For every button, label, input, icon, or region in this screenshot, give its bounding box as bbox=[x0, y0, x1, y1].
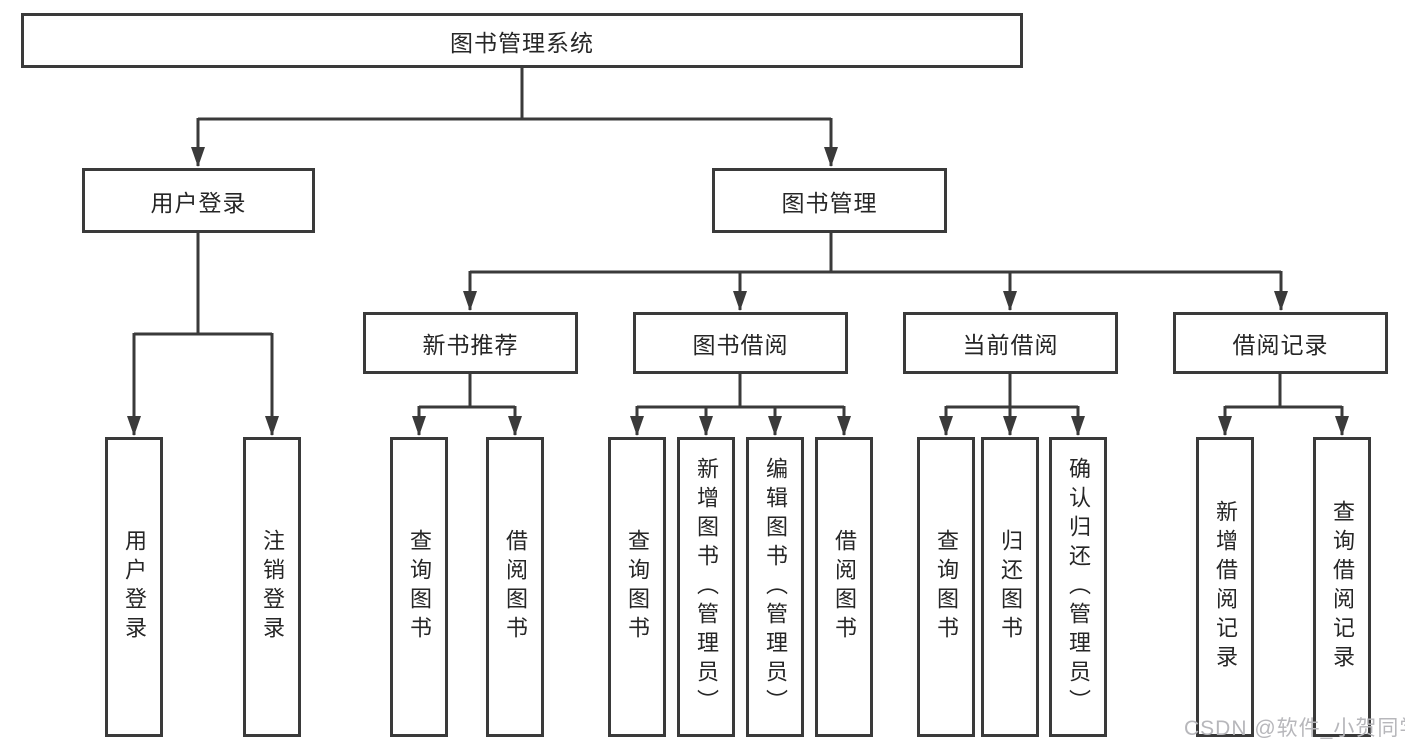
leaf-borrow-books-recommend: 借阅图书 bbox=[486, 437, 544, 737]
leaf-user-login: 用户登录 bbox=[105, 437, 163, 737]
node-root-system: 图书管理系统 bbox=[21, 13, 1023, 68]
csdn-watermark: CSDN @软件_小贺同学 bbox=[1184, 717, 1405, 740]
leaf-add-books-admin: 新增图书（管理员） bbox=[677, 437, 735, 737]
leaf-query-borrow-record: 查询借阅记录 bbox=[1313, 437, 1371, 737]
leaf-query-books-recommend: 查询图书 bbox=[390, 437, 448, 737]
node-root-label: 图书管理系统 bbox=[450, 29, 594, 56]
node-book-borrow: 图书借阅 bbox=[633, 312, 848, 374]
leaf-query-books-borrow-label: 查询图书 bbox=[625, 529, 650, 645]
leaf-query-books-recommend-label: 查询图书 bbox=[407, 529, 432, 645]
node-borrow-records-label: 借阅记录 bbox=[1232, 332, 1329, 358]
leaf-logout: 注销登录 bbox=[243, 437, 301, 737]
leaf-edit-books-admin: 编辑图书（管理员） bbox=[746, 437, 804, 737]
leaf-borrow-books: 借阅图书 bbox=[815, 437, 873, 737]
leaf-user-login-label: 用户登录 bbox=[122, 529, 147, 645]
leaf-query-books-borrow: 查询图书 bbox=[608, 437, 666, 737]
leaf-query-books-current-label: 查询图书 bbox=[934, 529, 959, 645]
node-current-borrow: 当前借阅 bbox=[903, 312, 1118, 374]
leaf-query-borrow-record-label: 查询借阅记录 bbox=[1330, 500, 1355, 674]
node-new-book-recommend: 新书推荐 bbox=[363, 312, 578, 374]
leaf-add-books-admin-label: 新增图书（管理员） bbox=[694, 456, 719, 718]
leaf-return-books: 归还图书 bbox=[981, 437, 1039, 737]
node-borrow-records: 借阅记录 bbox=[1173, 312, 1388, 374]
node-current-borrow-label: 当前借阅 bbox=[962, 332, 1059, 358]
leaf-borrow-books-label: 借阅图书 bbox=[832, 529, 857, 645]
leaf-borrow-books-recommend-label: 借阅图书 bbox=[503, 529, 528, 645]
node-book-management: 图书管理 bbox=[712, 168, 947, 233]
leaf-confirm-return-admin: 确认归还（管理员） bbox=[1049, 437, 1107, 737]
leaf-confirm-return-admin-label: 确认归还（管理员） bbox=[1066, 456, 1091, 718]
node-user-login-label: 用户登录 bbox=[150, 189, 247, 216]
leaf-add-borrow-record-label: 新增借阅记录 bbox=[1213, 500, 1238, 674]
node-book-management-label: 图书管理 bbox=[781, 189, 878, 216]
node-new-book-recommend-label: 新书推荐 bbox=[422, 332, 519, 358]
node-user-login: 用户登录 bbox=[82, 168, 315, 233]
leaf-query-books-current: 查询图书 bbox=[917, 437, 975, 737]
leaf-edit-books-admin-label: 编辑图书（管理员） bbox=[763, 456, 788, 718]
leaf-add-borrow-record: 新增借阅记录 bbox=[1196, 437, 1254, 737]
leaf-return-books-label: 归还图书 bbox=[998, 529, 1023, 645]
leaf-logout-label: 注销登录 bbox=[260, 529, 285, 645]
node-book-borrow-label: 图书借阅 bbox=[692, 332, 789, 358]
